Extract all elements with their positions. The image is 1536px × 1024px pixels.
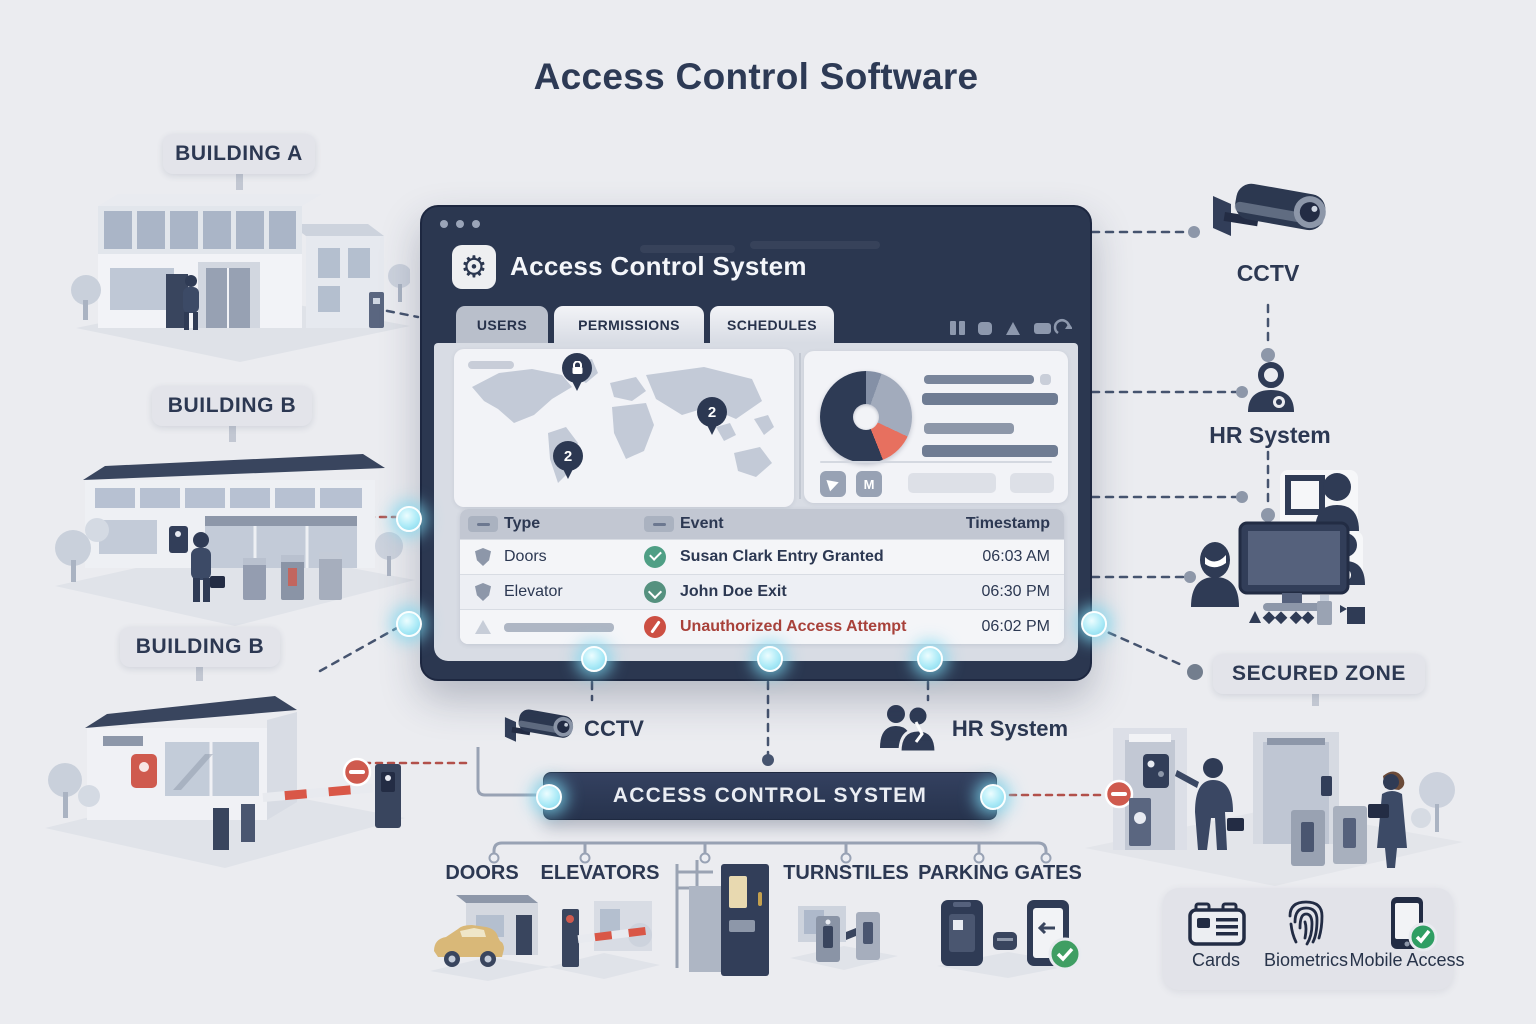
building-b-label: BUILDING B [152,386,312,426]
header-ghost-bar [750,241,880,249]
table-header-row: Type Event Timestamp [460,509,1064,539]
exit-icon [644,581,666,603]
endpoint-turnstiles-label: TURNSTILES [783,862,909,884]
shield-icon [475,548,491,566]
mobile-access-label: Mobile Access [1349,950,1465,970]
shield-icon [475,583,491,601]
col-type: Type [504,515,541,532]
mobile-check-icon [1391,897,1437,952]
window-control-dot[interactable] [440,220,448,228]
elevators-barrier-illustration [548,901,660,979]
column-chip-icon [644,516,674,532]
access-control-system-bar: ACCESS CONTROL SYSTEM [543,772,997,820]
turnstiles-illustration [790,906,898,970]
glow-node [536,784,562,810]
gear-icon: ⚙ [452,245,496,289]
map-pin-3[interactable]: 2 [553,441,585,481]
building-b2-label: BUILDING B [120,627,280,667]
endpoint-parking-gates-label: PARKING GATES [918,862,1082,884]
label-pole [229,426,236,442]
secured-zone-illustration [1085,728,1463,886]
stat-dot [1040,374,1051,385]
paper-plane-icon [825,476,841,492]
bottom-hr-label: HR System [951,716,1069,741]
event-row-unauthorized[interactable]: Unauthorized Access Attempt 06:02 PM [460,609,1064,644]
biometrics-label: Biometrics [1263,950,1349,970]
column-chip-icon [468,516,498,532]
id-card-icon [1188,902,1246,946]
stat-line [922,393,1058,405]
elevator-door-illustration [675,860,769,976]
entry-granted-icon [644,546,666,568]
stat-placeholder [908,473,996,493]
warning-triangle-icon [475,620,491,634]
doors-car-illustration [430,895,550,981]
label-pole [1312,694,1319,706]
right-hr-label: HR System [1209,422,1331,448]
cctv-camera-icon-large [1213,183,1326,236]
window-control-dot[interactable] [472,220,480,228]
endpoint-doors-label: DOORS [445,862,519,884]
m-button[interactable]: M [856,471,882,497]
map-pin-lock[interactable] [562,353,594,393]
send-button[interactable] [820,471,846,497]
building-b-illustration [55,454,415,626]
tab-permissions[interactable]: PERMISSIONS [554,306,704,343]
window-toolbar-icons[interactable] [950,317,1072,339]
building-a-label: BUILDING A [163,134,315,174]
building-b2-illustration [45,696,405,868]
dashboard-window: ⚙ Access Control System USERS PERMISSION… [420,205,1092,681]
bottom-cctv-label: CCTV [584,716,644,741]
col-event: Event [680,515,724,532]
hr-system-icon [880,704,938,754]
glow-node [980,784,1006,810]
building-a-illustration [71,194,410,362]
stat-placeholder [1010,473,1054,493]
header-ghost-bar [640,245,735,253]
events-table: Type Event Timestamp Doors Susan Clark E… [460,509,1064,644]
glow-node [757,646,783,672]
tab-schedules[interactable]: SCHEDULES [710,306,834,343]
world-map [472,359,774,483]
parking-gates-devices-illustration [937,900,1082,978]
map-pin-2[interactable]: 2 [697,397,729,437]
glow-node [917,646,943,672]
dashboard-content: 2 2 M [434,343,1078,661]
glow-node [396,506,422,532]
hr-person-icon [1248,362,1294,412]
label-pole [196,667,203,681]
col-timestamp: Timestamp [965,515,1050,532]
label-pole [236,174,243,190]
fingerprint-icon [1288,900,1324,946]
cctv-camera-icon [504,709,574,742]
type-placeholder [504,622,614,632]
endpoint-elevators-label: ELEVATORS [540,862,660,884]
stat-divider [820,461,1052,463]
stat-line [924,423,1014,434]
event-row-elevator[interactable]: Elevator John Doe Exit 06:30 PM [460,574,1064,609]
panel-divider [799,353,801,499]
pie-hole [853,404,879,430]
stats-panel: M [804,351,1068,503]
map-legend-chip [468,361,514,369]
window-control-dot[interactable] [456,220,464,228]
glow-node [581,646,607,672]
stat-line [922,445,1058,457]
lock-icon [572,361,582,374]
glow-node [396,611,422,637]
page-title: Access Control Software [533,56,979,97]
event-row-doors[interactable]: Doors Susan Clark Entry Granted 06:03 AM [460,539,1064,574]
cards-label: Cards [1191,950,1241,970]
glow-node [1081,611,1107,637]
world-map-panel: 2 2 [454,349,794,507]
right-cctv-label: CCTV [1236,260,1300,286]
stat-line [924,375,1034,384]
tab-users[interactable]: USERS [456,306,548,343]
denied-icon [644,616,666,638]
workstation-cluster-illustration [1191,470,1365,625]
app-title: Access Control System [510,251,807,281]
secured-zone-label: SECURED ZONE [1213,654,1425,694]
